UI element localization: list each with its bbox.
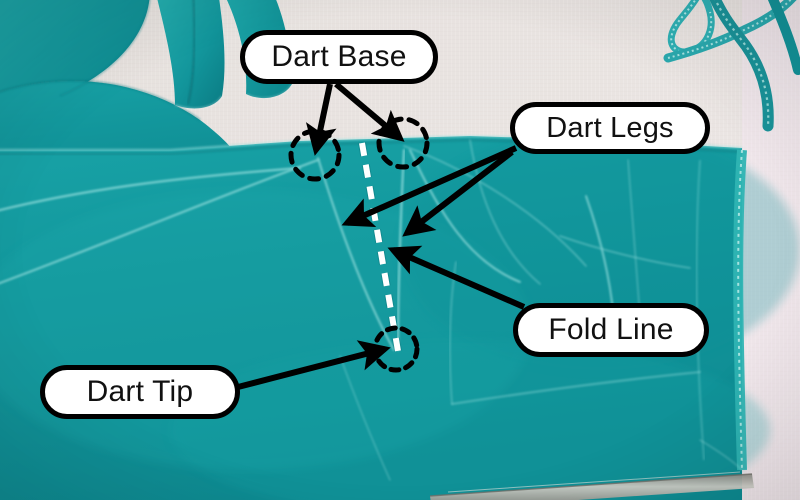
label-dart-base-text: Dart Base <box>271 40 407 73</box>
label-dart-legs: Dart Legs <box>510 102 710 154</box>
label-dart-tip-text: Dart Tip <box>86 375 194 408</box>
label-fold-line: Fold Line <box>513 303 709 357</box>
label-dart-tip: Dart Tip <box>40 365 240 419</box>
label-dart-legs-text: Dart Legs <box>546 111 674 144</box>
label-dart-base: Dart Base <box>240 30 438 84</box>
label-fold-line-text: Fold Line <box>548 313 674 346</box>
